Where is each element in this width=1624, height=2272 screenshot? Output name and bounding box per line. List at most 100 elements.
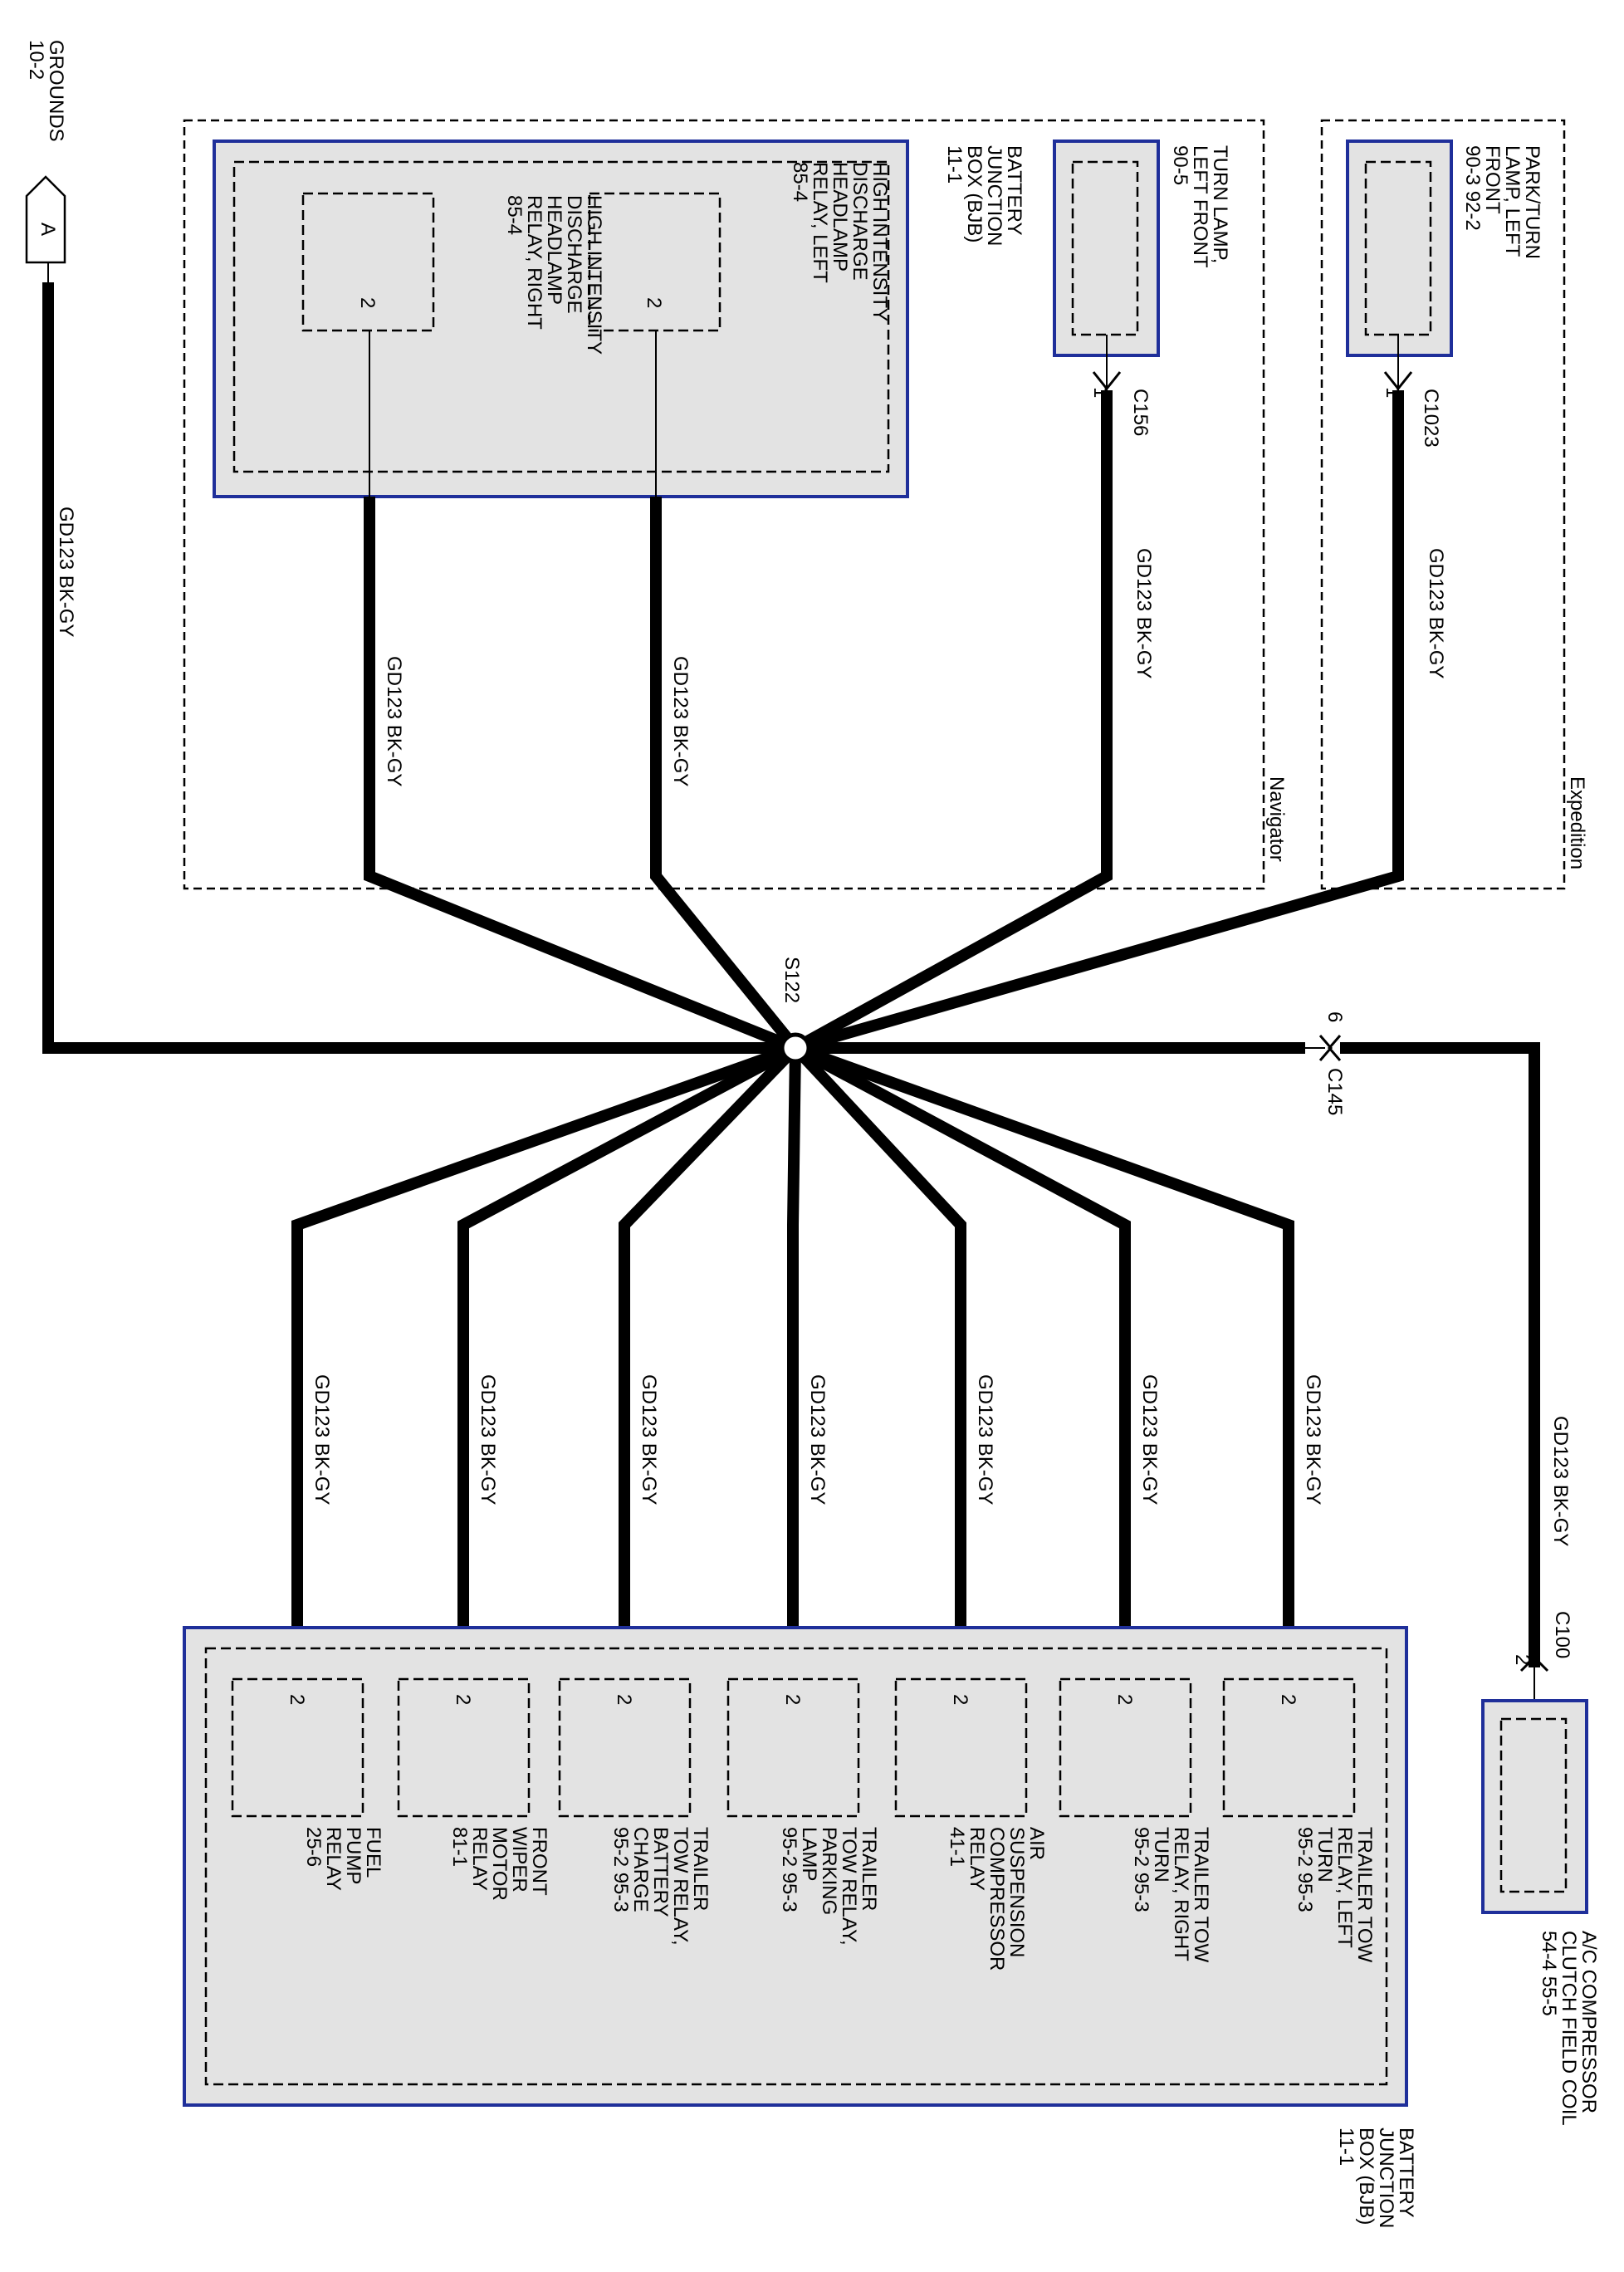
relay-4-wire xyxy=(787,1047,801,1629)
ac-compressor-inner xyxy=(1499,1717,1568,1893)
hid-relay-left-line: HIGH INTENSITY xyxy=(868,162,891,321)
bjb-bottom-title-line: BOX (BJB) xyxy=(1355,2128,1377,2225)
relay-7-wire xyxy=(793,1042,1294,1629)
relay-5-wire-label: GD123 BK-GY xyxy=(974,1374,996,1505)
relay-3-label-line: BATTERY xyxy=(649,1827,672,1917)
bottom-relays: 2FUELPUMPRELAY25-62FRONTWIPERMOTORRELAY8… xyxy=(231,1677,1376,1971)
park-turn-lamp-line: FRONT xyxy=(1481,145,1504,214)
bjb-bottom xyxy=(183,1626,1408,2107)
relay-7-label-line: TURN xyxy=(1313,1827,1336,1883)
relay-3-label-line: 95-2 95-3 xyxy=(609,1827,632,1912)
relay-6-label-line: TURN xyxy=(1150,1827,1172,1883)
relay-4-label-line: LAMP xyxy=(798,1827,820,1881)
relay-2-label-line: MOTOR xyxy=(488,1827,511,1901)
relay-7-wire-label: GD123 BK-GY xyxy=(1302,1374,1324,1505)
bjb-top-outer xyxy=(213,140,909,498)
c145-pin: 6 xyxy=(1323,1011,1346,1022)
relay-3-pin: 2 xyxy=(613,1694,635,1705)
relay-5-box xyxy=(894,1677,1028,1818)
relay-6-label-line: 95-2 95-3 xyxy=(1130,1827,1152,1912)
relay-7-label-line: TRAILER TOW xyxy=(1353,1827,1376,1962)
park-turn-lamp-connector: C1023 xyxy=(1420,389,1442,448)
relay-2-wire-label: GD123 BK-GY xyxy=(477,1374,499,1505)
turn-lamp-outer xyxy=(1053,140,1160,357)
hid-relay-left-box xyxy=(588,192,722,332)
relay-1-box xyxy=(231,1677,364,1818)
park-turn-lamp-component: PARK/TURN LAMP, LEFT FRONT 90-3 92-2 C10… xyxy=(1346,140,1543,678)
bjb-top: 2 2 xyxy=(213,140,909,498)
turn-lamp-connector-icon xyxy=(1092,371,1122,391)
expedition-zone xyxy=(1320,119,1566,890)
ac-compressor-line: 54-4 55-5 xyxy=(1538,1931,1560,2016)
relay-4-box xyxy=(726,1677,860,1818)
relay-6-label-line: TRAILER TOW xyxy=(1190,1827,1212,1962)
relay-3-box xyxy=(558,1677,692,1818)
turn-lamp-connector: C156 xyxy=(1129,389,1152,436)
relay-1-wire xyxy=(291,1042,798,1629)
splice-label: S122 xyxy=(780,957,803,1003)
relay-4-pin: 2 xyxy=(781,1694,804,1705)
c145-label: C145 xyxy=(1323,1068,1346,1115)
turn-lamp-line: 90-5 xyxy=(1169,145,1191,185)
navigator-zone xyxy=(183,119,1265,890)
ac-compressor-outer xyxy=(1481,1699,1588,1914)
relay-6-label-line: RELAY, RIGHT xyxy=(1170,1827,1192,1961)
hid-relay-right-label: HIGH INTENSITY DISCHARGE HEADLAMP RELAY,… xyxy=(503,195,605,355)
relay-5-label-line: SUSPENSION xyxy=(1005,1827,1028,1957)
bjb-top-title-line: BOX (BJB) xyxy=(963,145,986,242)
hid-relay-right-line: 85-4 xyxy=(503,195,526,235)
bjb-top-title-line: JUNCTION xyxy=(983,145,1005,246)
hid-relay-right-line: HEADLAMP xyxy=(543,195,565,305)
relay-5-pin: 2 xyxy=(949,1694,971,1705)
relay-1-label-line: PUMP xyxy=(342,1827,364,1884)
bjb-bottom-inner xyxy=(204,1647,1388,2086)
navigator-zone-label: Navigator xyxy=(1265,776,1288,862)
bjb-bottom-title: BATTERY JUNCTION BOX (BJB) 11-1 xyxy=(1335,2128,1417,2228)
bjb-bottom-title-line: JUNCTION xyxy=(1375,2128,1397,2228)
turn-lamp-wire-label: GD123 BK-GY xyxy=(1132,548,1155,678)
c100-connector-icon xyxy=(1519,1655,1549,1672)
hid-relay-right-line: HIGH INTENSITY xyxy=(583,195,605,355)
relay-5-label-line: AIR xyxy=(1025,1827,1048,1860)
grounds-ref-line2: 10-2 xyxy=(25,40,47,80)
relay-1-wire-label: GD123 BK-GY xyxy=(311,1374,333,1505)
bjb-bottom-title-line: BATTERY xyxy=(1395,2128,1417,2217)
bjb-bottom-title-line: 11-1 xyxy=(1335,2128,1357,2166)
relay-5-wire xyxy=(790,1044,966,1629)
ground-wire xyxy=(42,282,795,1054)
relay-5-label-line: RELAY xyxy=(966,1827,988,1891)
hid-relay-left-line: HEADLAMP xyxy=(829,162,851,272)
park-turn-lamp-line: LAMP, LEFT xyxy=(1501,145,1524,257)
bjb-bottom-outer xyxy=(183,1626,1408,2107)
relay-3-wire xyxy=(619,1044,800,1629)
c100-pin: 2 xyxy=(1511,1654,1534,1665)
hid-relay-right-box xyxy=(301,192,435,332)
relay-6-pin: 2 xyxy=(1113,1694,1136,1705)
relay-5-label-line: COMPRESSOR xyxy=(986,1827,1008,1971)
c100-label: C100 xyxy=(1551,1611,1573,1658)
turn-lamp-line: LEFT FRONT xyxy=(1189,145,1211,268)
hid-relay-left-wire xyxy=(650,497,800,1052)
relay-2-label-line: WIPER xyxy=(508,1827,531,1893)
hid-relay-left-label: HIGH INTENSITY DISCHARGE HEADLAMP RELAY,… xyxy=(789,162,891,321)
relay-7-box xyxy=(1222,1677,1356,1818)
grounds-ref-line1: GROUNDS xyxy=(45,40,67,142)
relay-1-label-line: FUEL xyxy=(362,1827,384,1878)
relay-4-label-line: TOW RELAY, xyxy=(838,1827,860,1946)
relay-4-label-line: 95-2 95-3 xyxy=(778,1827,800,1912)
relay-3-wire-label: GD123 BK-GY xyxy=(638,1374,660,1505)
relay-4-label-line: PARKING xyxy=(818,1827,840,1915)
ac-compressor-line: CLUTCH FIELD COIL xyxy=(1558,1931,1580,2126)
relay-6-wire xyxy=(792,1042,1131,1629)
turn-lamp-wire xyxy=(792,390,1113,1054)
turn-lamp-component: TURN LAMP, LEFT FRONT 90-5 C156 1 GD123 … xyxy=(1053,140,1231,678)
bottom-relay-wires: GD123 BK-GY GD123 BK-GY GD123 BK-GY GD123 B… xyxy=(291,1042,1324,1679)
relay-2-label-line: 81-1 xyxy=(448,1827,471,1867)
ground-wire-label: GD123 BK-GY xyxy=(55,507,77,637)
turn-lamp-line: TURN LAMP, xyxy=(1209,145,1231,263)
park-turn-lamp-wire xyxy=(794,390,1404,1054)
hid-relay-right-pin: 2 xyxy=(356,297,379,308)
ground-connector-tag-shape xyxy=(25,175,66,264)
relay-1-label-line: RELAY xyxy=(322,1827,345,1891)
hid-relay-right-wire-label: GD123 BK-GY xyxy=(383,656,405,786)
